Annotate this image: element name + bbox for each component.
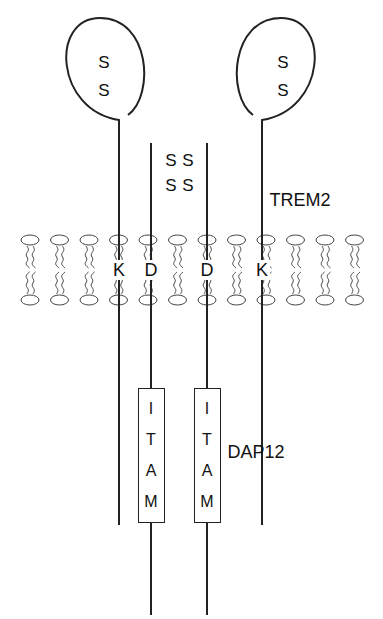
lipid-tail: [298, 246, 301, 268]
lipid-head: [80, 295, 98, 305]
disulfide-s: S: [277, 82, 288, 99]
lipid-tail: [85, 246, 88, 268]
lipid-tail: [62, 246, 65, 268]
lipid-tail: [26, 272, 29, 294]
lipid-head: [139, 295, 157, 305]
lipid-tail: [327, 272, 330, 294]
disulfide-s: S: [182, 152, 193, 169]
lipid-head: [51, 235, 69, 245]
protein-name: TREM2: [269, 191, 330, 209]
disulfide-s: S: [98, 54, 109, 71]
lipid-tail: [174, 246, 177, 268]
lipid-head: [51, 295, 69, 305]
domain-name: I T A M: [199, 393, 215, 517]
lipid-head: [169, 235, 187, 245]
residue-letter: K: [254, 260, 270, 280]
lipid-head: [21, 295, 39, 305]
lipid-bilayer: [21, 235, 364, 305]
lipid-tail: [321, 246, 324, 268]
residue-letter: D: [199, 260, 216, 280]
lipid-tail: [56, 246, 59, 268]
lipid-tail: [351, 272, 354, 294]
protein-name: DAP12: [227, 443, 284, 461]
lipid-head: [346, 235, 364, 245]
lipid-tail: [85, 272, 88, 294]
trem2-chain: [66, 18, 144, 525]
lipid-head: [287, 235, 305, 245]
disulfide-s: S: [98, 82, 109, 99]
lipid-tail: [292, 246, 295, 268]
dap12-chain: [206, 143, 208, 615]
lipid-head: [169, 295, 187, 305]
lipid-tail: [292, 272, 295, 294]
lipid-tail: [56, 272, 59, 294]
lipid-tail: [180, 246, 183, 268]
lipid-tail: [239, 246, 242, 268]
lipid-head: [346, 295, 364, 305]
lipid-tail: [91, 272, 94, 294]
lipid-tail: [298, 272, 301, 294]
lipid-tail: [233, 272, 236, 294]
lipid-head: [257, 235, 275, 245]
domain-name: I T A M: [143, 393, 159, 517]
lipid-head: [316, 235, 334, 245]
lipid-tail: [32, 272, 35, 294]
lipid-tail: [321, 272, 324, 294]
lipid-tail: [174, 272, 177, 294]
disulfide-s: S: [165, 177, 176, 194]
lipid-tail: [357, 272, 360, 294]
lipid-head: [287, 295, 305, 305]
lipid-tail: [357, 246, 360, 268]
lipid-head: [228, 295, 246, 305]
lipid-head: [139, 235, 157, 245]
disulfide-s: S: [165, 152, 176, 169]
lipid-tail: [239, 272, 242, 294]
disulfide-s: S: [182, 177, 193, 194]
lipid-head: [228, 235, 246, 245]
lipid-tail: [180, 272, 183, 294]
lipid-tail: [62, 272, 65, 294]
lipid-head: [316, 295, 334, 305]
lipid-tail: [351, 246, 354, 268]
lipid-head: [21, 235, 39, 245]
disulfide-s: S: [277, 54, 288, 71]
lipid-tail: [327, 246, 330, 268]
lipid-tail: [91, 246, 94, 268]
residue-letter: K: [111, 260, 127, 280]
lipid-tail: [26, 246, 29, 268]
itam-box: I T A M: [194, 388, 221, 523]
dap12-chain: [150, 143, 152, 615]
lipid-tail: [32, 246, 35, 268]
lipid-head: [257, 295, 275, 305]
itam-box: I T A M: [138, 388, 165, 523]
residue-letter: D: [143, 260, 160, 280]
lipid-head: [80, 235, 98, 245]
lipid-tail: [233, 246, 236, 268]
